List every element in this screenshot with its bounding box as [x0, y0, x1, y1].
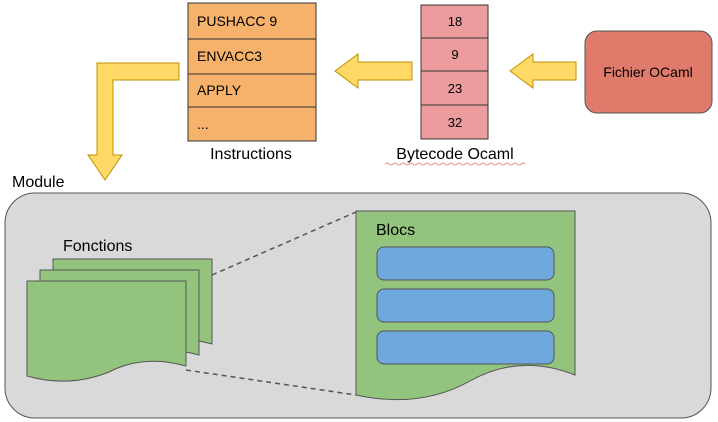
functions-label: Fonctions [63, 238, 132, 255]
instruction-item: ... [197, 116, 209, 132]
function-page [26, 280, 187, 382]
bytecode-cell [420, 37, 489, 72]
blocks-label: Blocs [376, 222, 415, 239]
bytecode-value: 18 [448, 14, 462, 29]
source-file-node: Fichier OCaml [584, 30, 713, 114]
bytecode-cell [420, 4, 489, 39]
function-pages [26, 258, 213, 382]
bytecode-cell [420, 104, 489, 140]
instruction-cell [187, 106, 317, 142]
bytecode-value: 9 [451, 47, 458, 62]
block-item [376, 246, 555, 281]
arrow-instructions-to-module [87, 62, 180, 181]
zoom-line-bottom [185, 369, 357, 396]
arrow-bytecode-to-instructions [334, 53, 413, 89]
block-item [376, 330, 555, 365]
module-label: Module [12, 174, 65, 191]
bytecode-cell [420, 70, 489, 106]
instruction-item: PUSHACC 9 [197, 13, 277, 29]
arrow-source-to-bytecode [509, 53, 577, 89]
instructions-caption: Instructions [210, 146, 292, 163]
bytecode-value: 32 [448, 115, 462, 130]
instruction-cell [187, 73, 317, 108]
zoom-line-top [211, 211, 357, 276]
source-file-label: Fichier OCaml [603, 64, 692, 80]
spellcheck-underline [384, 162, 526, 166]
instructions-table: PUSHACC 9 ENVACC3 APPLY ... [187, 2, 317, 142]
bytecode-table: 18 9 23 32 [420, 4, 489, 140]
bytecode-value: 23 [448, 81, 462, 96]
block-item [376, 288, 555, 323]
instruction-item: APPLY [197, 82, 242, 98]
instruction-item: ENVACC3 [197, 48, 262, 64]
bytecode-caption: Bytecode Ocaml [396, 146, 513, 163]
